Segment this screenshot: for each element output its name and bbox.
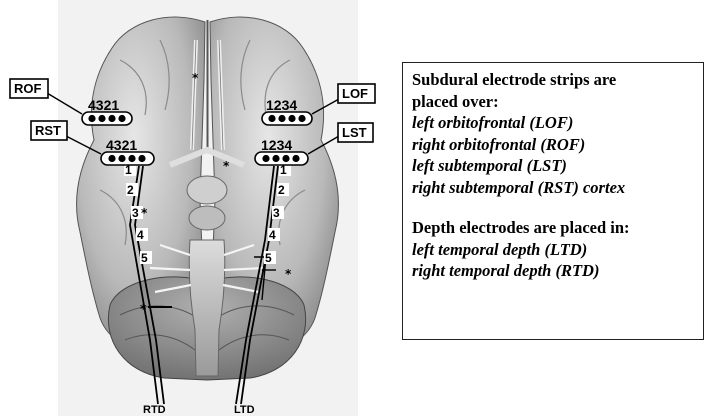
rtd-contact-2: 2: [127, 183, 134, 197]
lof-strip-numbers: 1234: [266, 97, 297, 113]
rtd-contact-4: 4: [137, 228, 144, 242]
lst-strip-numbers: 1234: [261, 137, 292, 153]
depth-heading: Depth electrodes are placed in:: [412, 217, 703, 239]
rtd-contact-3: 3: [132, 206, 139, 220]
ltd-contact-4: 4: [269, 228, 276, 242]
asterisk-marker-2: *: [223, 159, 230, 173]
subdural-item-rst: right subtemporal (RST) cortex: [412, 177, 703, 199]
depth-item-ltd: left temporal depth (LTD): [412, 239, 703, 261]
ltd-label: LTD: [234, 404, 255, 416]
legend-spacer: [412, 198, 703, 217]
svg-text:LOF: LOF: [342, 86, 368, 101]
rtd-contact-5: 5: [141, 251, 148, 265]
subdural-heading-line-2: placed over:: [412, 91, 703, 113]
rst-strip-numbers: 4321: [106, 137, 137, 153]
asterisk-marker-5: *: [140, 302, 147, 316]
subdural-heading-line-1: Subdural electrode strips are: [412, 69, 703, 91]
asterisk-marker-3: *: [141, 206, 148, 220]
depth-item-rtd: right temporal depth (RTD): [412, 260, 703, 282]
asterisk-marker-4: *: [285, 267, 292, 281]
rtd-label: RTD: [143, 404, 166, 416]
ltd-contact-2: 2: [278, 183, 285, 197]
subdural-item-rof: right orbitofrontal (ROF): [412, 134, 703, 156]
svg-text:LST: LST: [342, 125, 367, 140]
legend-box: Subdural electrode strips are placed ove…: [402, 62, 704, 340]
subdural-item-lof: left orbitofrontal (LOF): [412, 112, 703, 134]
ltd-contact-5: 5: [265, 251, 272, 265]
subdural-item-lst: left subtemporal (LST): [412, 155, 703, 177]
rof-strip-numbers: 4321: [88, 97, 119, 113]
svg-text:RST: RST: [35, 123, 61, 138]
brain-illustration: [76, 17, 338, 380]
ltd-contact-3: 3: [273, 206, 280, 220]
svg-text:ROF: ROF: [14, 81, 42, 96]
asterisk-marker-1: *: [192, 71, 199, 85]
